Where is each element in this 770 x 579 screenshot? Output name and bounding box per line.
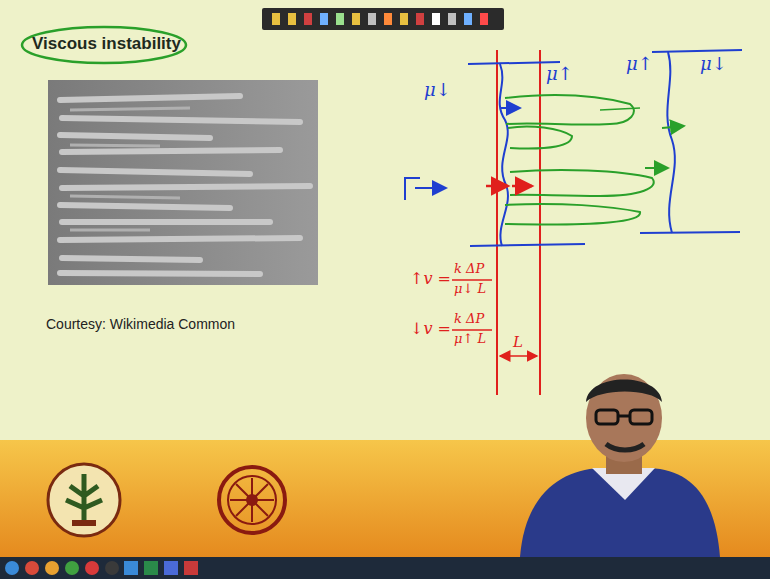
velocity-equation: ↑v = <box>410 270 451 288</box>
footer-band <box>0 440 770 557</box>
finger-arrow <box>662 126 684 128</box>
flow-arrow <box>415 187 446 189</box>
finger-arrow <box>600 108 640 110</box>
boundary-line <box>539 50 541 395</box>
fingering-photo <box>48 80 318 285</box>
channel-wall <box>405 50 742 246</box>
fraction-bar <box>452 279 492 281</box>
toolbar <box>262 8 504 30</box>
taskbar-icons <box>5 561 198 575</box>
flow-arrow <box>500 107 520 109</box>
equation-denominator: μ↑ L <box>454 332 486 347</box>
institute-logo <box>48 464 120 536</box>
equation-numerator: k ΔP <box>454 262 484 277</box>
boundary-line <box>496 50 498 395</box>
dimension-arrow <box>500 355 537 357</box>
equation-numerator: k ΔP <box>454 312 484 327</box>
viscosity-label: μ↓ <box>700 54 727 75</box>
fraction-bar <box>452 329 492 331</box>
finger-arrow <box>645 167 668 169</box>
slide-title: Viscous instability <box>32 34 181 54</box>
velocity-arrow <box>486 185 508 188</box>
velocity-equation: ↓v = <box>410 320 451 338</box>
viscosity-label: μ↓ <box>424 80 451 101</box>
programme-logo <box>219 467 285 533</box>
presenter <box>520 374 720 557</box>
equation-denominator: μ↓ L <box>454 282 486 297</box>
taskbar <box>0 557 770 579</box>
image-credit: Courtesy: Wikimedia Common <box>46 316 235 332</box>
length-label: L <box>513 334 523 351</box>
title-circle <box>22 27 186 63</box>
toolbar-icons <box>272 13 488 25</box>
viscous-finger <box>505 95 654 224</box>
viscosity-label: μ↑ <box>626 54 653 75</box>
viscosity-label: μ↑ <box>546 64 573 85</box>
velocity-arrow <box>512 185 532 188</box>
